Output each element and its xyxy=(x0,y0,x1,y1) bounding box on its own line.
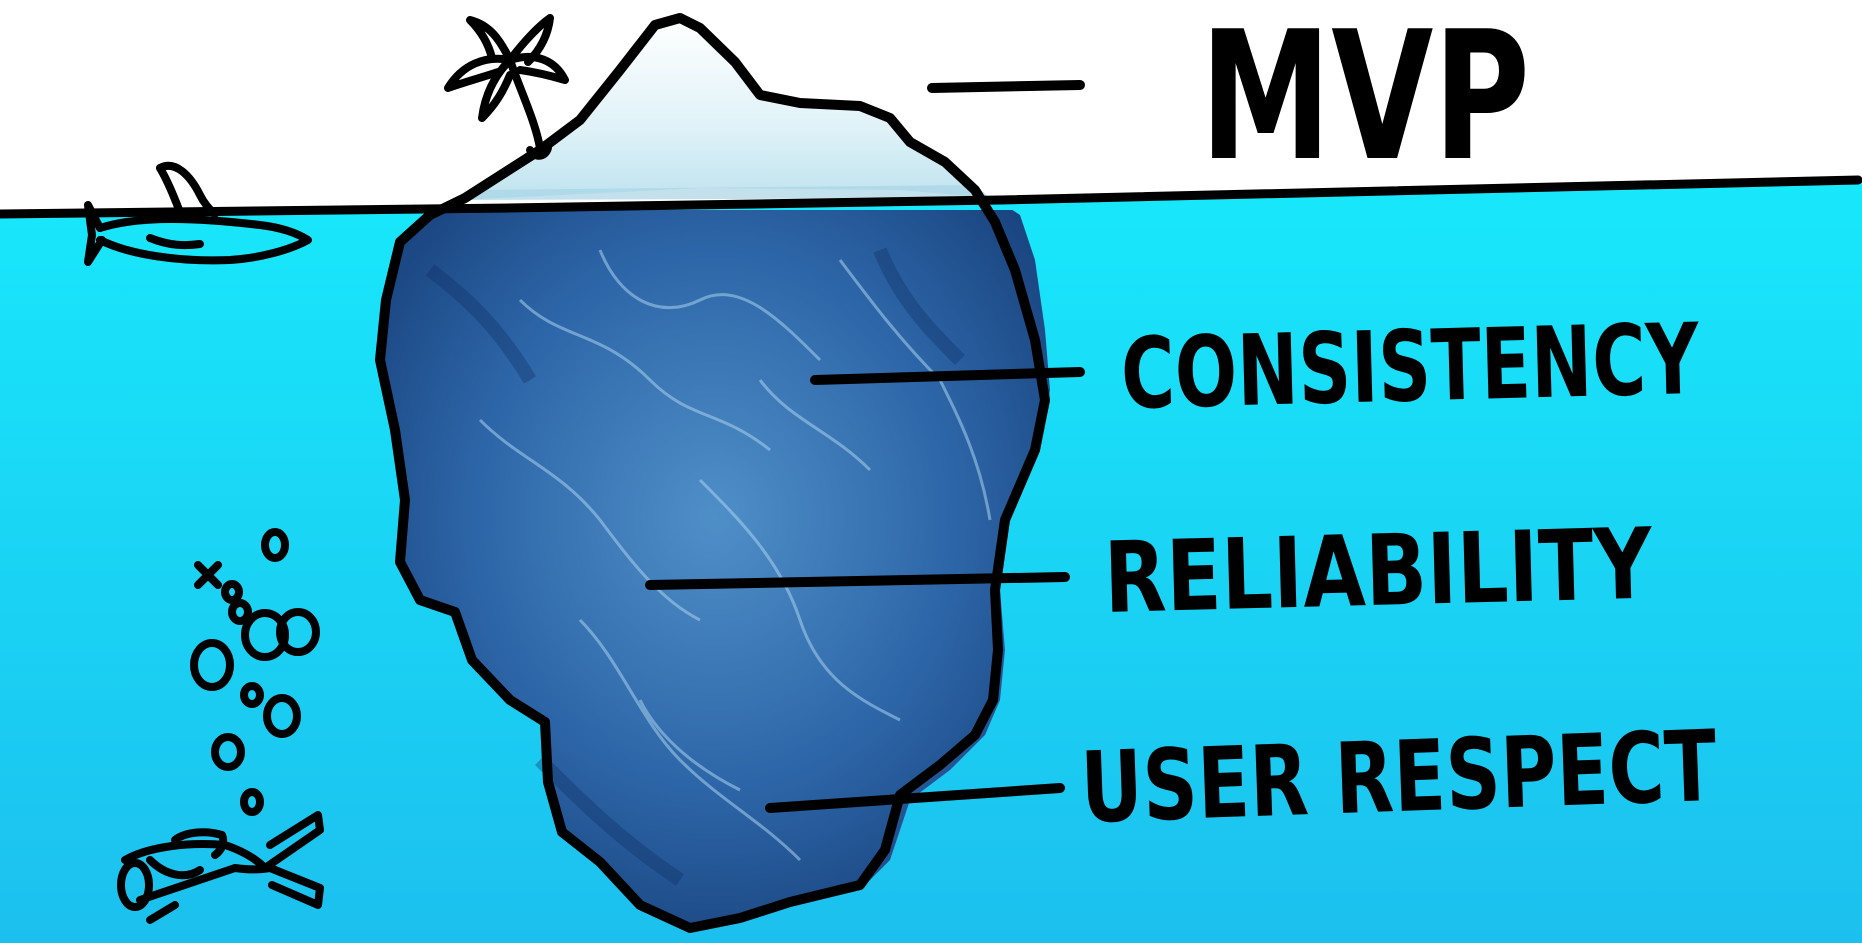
iceberg-outline xyxy=(375,13,1050,933)
diver-icon xyxy=(117,811,324,924)
iceberg xyxy=(375,13,1050,933)
connector-user-respect xyxy=(765,783,1065,813)
connector-consistency xyxy=(810,367,1085,385)
label-reliability: RELIABILITY xyxy=(1103,508,1655,636)
iceberg-tip xyxy=(460,20,990,200)
connector-reliability xyxy=(645,572,1070,590)
label-connectors xyxy=(645,80,1085,813)
label-consistency: CONSISTENCY xyxy=(1120,303,1702,432)
shark-icon xyxy=(84,162,312,266)
bubbles-icon xyxy=(190,528,320,816)
palm-tree-icon xyxy=(444,14,569,160)
label-user-respect: USER RESPECT xyxy=(1079,710,1719,846)
waterline xyxy=(0,175,1862,219)
connector-mvp xyxy=(927,80,1085,93)
label-mvp: MVP xyxy=(1200,0,1530,200)
